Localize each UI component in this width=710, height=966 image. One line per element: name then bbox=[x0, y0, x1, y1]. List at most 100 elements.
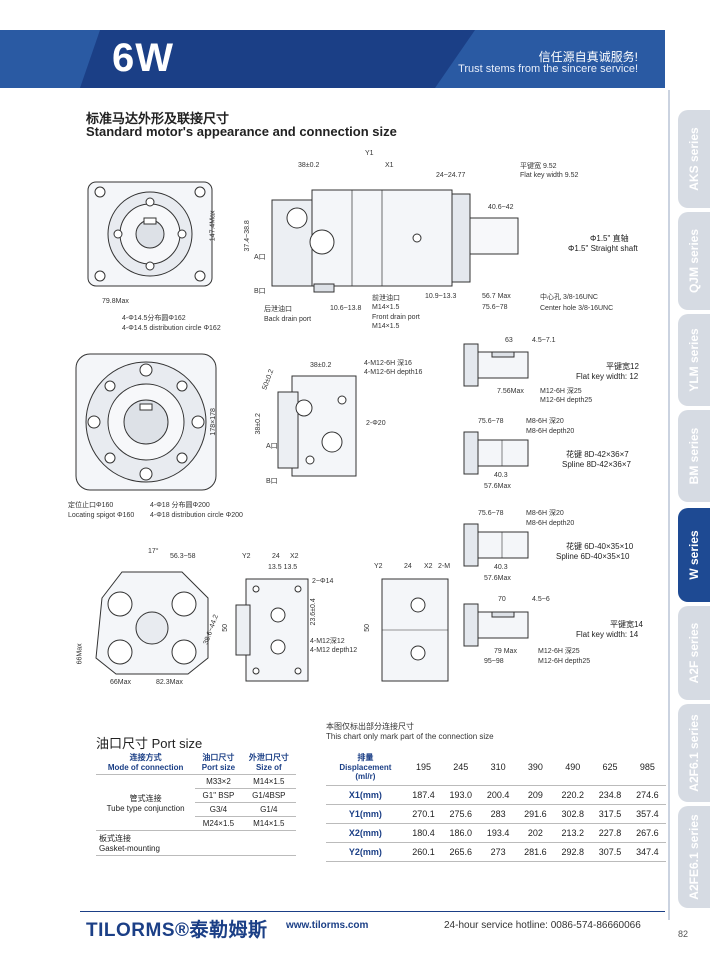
dim-label: 75.6~78 bbox=[482, 304, 508, 311]
table-cell bbox=[241, 830, 296, 856]
service-hotline: 24-hour service hotline: 0086-574-866600… bbox=[444, 920, 641, 931]
tab-ylm-series[interactable]: YLM series bbox=[678, 314, 710, 406]
table-cell: 193.4 bbox=[479, 823, 517, 843]
section-title-en: Standard motor's appearance and connecti… bbox=[86, 124, 397, 139]
key14-label-cn: 平键宽14 bbox=[610, 620, 643, 629]
spline42-label-en: Spline 8D-42×36×7 bbox=[562, 460, 631, 469]
table-row: M24×1.5 M14×1.5 bbox=[96, 816, 296, 831]
dim-label: 79 Max bbox=[494, 648, 517, 655]
tab-w-series[interactable]: W series bbox=[678, 508, 710, 602]
side-view-drawing bbox=[262, 180, 522, 295]
table-cell: 265.6 bbox=[442, 842, 480, 862]
port-label: B口 bbox=[266, 478, 278, 485]
dim-label: 10.6~13.8 bbox=[330, 305, 362, 312]
dim-label: 37.4~38.8 bbox=[243, 220, 251, 252]
tab-bm-series[interactable]: BM series bbox=[678, 410, 710, 502]
dim-label: 24 bbox=[272, 553, 280, 560]
note-label: M12-6H 深25 bbox=[540, 388, 582, 395]
tab-aks-series[interactable]: AKS series bbox=[678, 110, 710, 208]
table-row: Y1(mm) 270.1 275.6 283 291.6 302.8 317.5… bbox=[326, 804, 666, 824]
table-cell: 274.6 bbox=[628, 785, 666, 805]
dim-label: 40.3 bbox=[494, 472, 508, 479]
tab-a2f61-series[interactable]: A2F6.1 series bbox=[678, 704, 710, 802]
dim-label: Y1 bbox=[365, 150, 374, 157]
dim-label: Y2 bbox=[374, 563, 383, 570]
tab-qjm-series[interactable]: QJM series bbox=[678, 212, 710, 310]
table-cell: 310 bbox=[479, 748, 517, 786]
table-cell: 625 bbox=[591, 748, 629, 786]
table-cell: 260.1 bbox=[404, 842, 443, 862]
dim-label: X1 bbox=[385, 162, 394, 169]
port-face-drawing bbox=[272, 372, 362, 482]
table-cell bbox=[195, 830, 242, 856]
note-label: 4-Φ14.5 distribution circle Φ162 bbox=[122, 325, 221, 332]
table-cell: 220.2 bbox=[554, 785, 592, 805]
dim-label: 147.4Max bbox=[209, 210, 217, 242]
table-cell: G1/4BSP bbox=[241, 788, 296, 803]
dim-label: 38±0.2 bbox=[254, 413, 262, 435]
note-label: 4-M12-6H 深16 bbox=[364, 360, 412, 367]
connection-note: 本图仅标出部分连接尺寸 This chart only mark part of… bbox=[326, 722, 494, 741]
table-cell: M33×2 bbox=[195, 774, 242, 789]
tab-a2fe61-series[interactable]: A2FE6.1 series bbox=[678, 806, 710, 908]
dim-label: 57.6Max bbox=[484, 483, 511, 490]
dim-label: 17° bbox=[148, 548, 159, 555]
port-label: B口 bbox=[254, 288, 266, 295]
row-label: Y2(mm) bbox=[326, 842, 405, 862]
tab-a2f-series[interactable]: A2F series bbox=[678, 606, 710, 700]
shaft-drawing-key12 bbox=[462, 340, 532, 390]
dim-label: 13.5 13.5 bbox=[268, 564, 298, 571]
dim-label: 2~Φ14 bbox=[312, 578, 334, 585]
table-cell: 180.4 bbox=[404, 823, 443, 843]
table-cell: 291.6 bbox=[516, 804, 555, 824]
note-label: 4-M12 depth12 bbox=[310, 647, 358, 654]
dim-label: 178×178 bbox=[209, 408, 217, 436]
note-label: 中心孔 3/8-16UNC bbox=[540, 294, 598, 301]
dim-label: 38±0.2 bbox=[298, 162, 320, 169]
port-label: A口 bbox=[266, 443, 278, 450]
note-label: M8-6H depth20 bbox=[526, 520, 575, 527]
note-label: M12-6H 深25 bbox=[538, 648, 580, 655]
dim-label: 40.6~42 bbox=[488, 204, 514, 211]
table-cell: M24×1.5 bbox=[195, 816, 242, 831]
table-cell: 202 bbox=[516, 823, 555, 843]
table-cell: M14×1.5 bbox=[241, 816, 296, 831]
table-cell: 270.1 bbox=[404, 804, 443, 824]
website-link[interactable]: www.tilorms.com bbox=[286, 920, 369, 931]
dim-label: 79.8Max bbox=[102, 298, 129, 305]
dim-label: 40.3 bbox=[494, 564, 508, 571]
footer-divider bbox=[80, 911, 665, 912]
dim-label: 75.6~78 bbox=[478, 510, 504, 517]
note-label: M12-6H depth25 bbox=[538, 658, 591, 665]
note-label: M8-6H depth20 bbox=[526, 428, 575, 435]
table-row: X2(mm) 180.4 186.0 193.4 202 213.2 227.8… bbox=[326, 823, 666, 843]
dim-label: Y2 bbox=[242, 553, 251, 560]
dim-label: 38±0.2 bbox=[310, 362, 332, 369]
key12-label-en: Flat key width: 12 bbox=[576, 372, 639, 381]
table-row: Y2(mm) 260.1 265.6 273 281.6 292.8 307.5… bbox=[326, 842, 666, 862]
note-label: Back drain port bbox=[264, 316, 312, 323]
shaft-drawing-spline42 bbox=[462, 430, 532, 476]
page-number: 82 bbox=[678, 929, 689, 939]
brand-logo: TILORMS®泰勒姆斯 bbox=[86, 920, 268, 941]
table-cell: 292.8 bbox=[554, 842, 592, 862]
dim-label: 2-M bbox=[438, 563, 451, 570]
table-cell: 245 bbox=[442, 748, 480, 786]
note-label: M14×1.5 bbox=[372, 304, 400, 311]
shaft-label-en: Φ1.5" Straight shaft bbox=[568, 244, 638, 253]
note-label: 4-M12深12 bbox=[310, 638, 345, 645]
rear-view-drawing bbox=[92, 568, 212, 678]
dim-label: 7.56Max bbox=[497, 388, 524, 395]
table-cell: 273 bbox=[479, 842, 517, 862]
table-cell: G3/4 bbox=[195, 802, 242, 817]
dim-label: 95~98 bbox=[484, 658, 504, 665]
